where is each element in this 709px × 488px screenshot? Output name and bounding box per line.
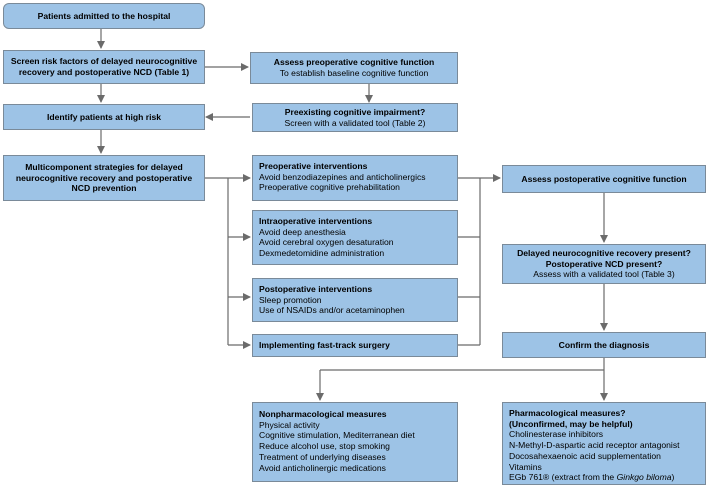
egb-line: EGb 761® (extract from the Ginkgo biloma…	[509, 472, 674, 483]
box-text: Assess postoperative cognitive function	[521, 173, 687, 184]
box-text: Patients admitted to the hospital	[37, 10, 171, 21]
box-postoperative-interventions: Postoperative interventions Sleep promot…	[252, 278, 458, 322]
box-multicomponent-strategies: Multicomponent strategies for delayed ne…	[3, 155, 205, 201]
box-title: Postoperative NCD present?	[545, 258, 663, 269]
egb-suffix: )	[671, 472, 675, 483]
box-text: Screen with a validated tool (Table 2)	[284, 117, 426, 128]
box-assess-preoperative: Assess preoperative cognitive function T…	[250, 52, 458, 84]
box-text: Cognitive stimulation, Mediterranean die…	[259, 430, 415, 441]
box-screen-risk-factors: Screen risk factors of delayed neurocogn…	[3, 50, 205, 84]
box-title: Assess preoperative cognitive function	[273, 57, 435, 68]
box-text: recovery and postoperative NCD (Table 1)	[18, 67, 190, 77]
box-assess-postoperative: Assess postoperative cognitive function	[502, 165, 706, 193]
box-identify-high-risk: Identify patients at high risk	[3, 104, 205, 130]
egb-italic-species: Ginkgo biloma	[616, 472, 672, 483]
box-patients-admitted: Patients admitted to the hospital	[3, 3, 205, 29]
box-text: Preoperative cognitive prehabilitation	[259, 182, 400, 193]
box-text: NCD prevention	[71, 183, 137, 194]
box-text: Docosahexaenoic acid supplementation	[509, 450, 661, 461]
box-title: Pharmacological measures?	[509, 408, 626, 418]
box-text: Use of NSAIDs and/or acetaminophen	[259, 305, 405, 316]
box-title: (Unconfirmed, may be helpful)	[509, 418, 633, 429]
box-title: Postoperative interventions	[259, 284, 373, 294]
box-text: Implementing fast-track surgery	[259, 340, 390, 351]
box-preoperative-interventions: Preoperative interventions Avoid benzodi…	[252, 155, 458, 201]
box-nonpharmacological-measures: Nonpharmacological measures Physical act…	[252, 402, 458, 482]
box-text: Avoid anticholinergic medications	[259, 462, 386, 473]
box-intraoperative-interventions: Intraoperative interventions Avoid deep …	[252, 210, 458, 265]
box-delayed-recovery-present: Delayed neurocognitive recovery present?…	[502, 244, 706, 284]
box-text: Avoid benzodiazepines and anticholinergi…	[259, 171, 426, 182]
box-text: Dexmedetomidine administration	[259, 248, 385, 259]
box-text: Sleep promotion	[259, 294, 322, 305]
box-pharmacological-measures: Pharmacological measures? (Unconfirmed, …	[502, 402, 706, 485]
box-text: Physical activity	[259, 419, 320, 430]
box-text: Vitamins	[509, 461, 542, 472]
egb-prefix: EGb 761® (extract from the	[509, 472, 617, 483]
box-text: Confirm the diagnosis	[558, 339, 650, 350]
box-title: Preoperative interventions	[259, 161, 368, 171]
box-text: N-Methyl-D-aspartic acid receptor antago…	[509, 440, 680, 451]
box-text: Avoid cerebral oxygen desaturation	[259, 237, 394, 248]
box-text: Avoid deep anesthesia	[259, 226, 346, 237]
box-title: Preexisting cognitive impairment?	[284, 106, 426, 117]
box-title: Nonpharmacological measures	[259, 409, 387, 419]
box-text: neurocognitive recovery and postoperativ…	[15, 172, 193, 183]
box-title: Intraoperative interventions	[259, 216, 373, 226]
box-fast-track-surgery: Implementing fast-track surgery	[252, 334, 458, 357]
box-text: Identify patients at high risk	[46, 111, 162, 122]
box-text: Multicomponent strategies for delayed	[25, 161, 183, 172]
box-text: Reduce alcohol use, stop smoking	[259, 441, 390, 452]
box-text: Cholinesterase inhibitors	[509, 429, 604, 440]
box-text: Assess with a validated tool (Table 3)	[533, 269, 675, 280]
box-preexisting-impairment: Preexisting cognitive impairment? Screen…	[252, 103, 458, 132]
box-confirm-diagnosis: Confirm the diagnosis	[502, 332, 706, 358]
box-text: Treatment of underlying diseases	[259, 451, 386, 462]
box-text: To establish baseline cognitive function	[279, 68, 429, 78]
box-text: Screen risk factors of delayed neurocogn…	[10, 56, 198, 67]
box-title: Delayed neurocognitive recovery present?	[517, 247, 691, 258]
